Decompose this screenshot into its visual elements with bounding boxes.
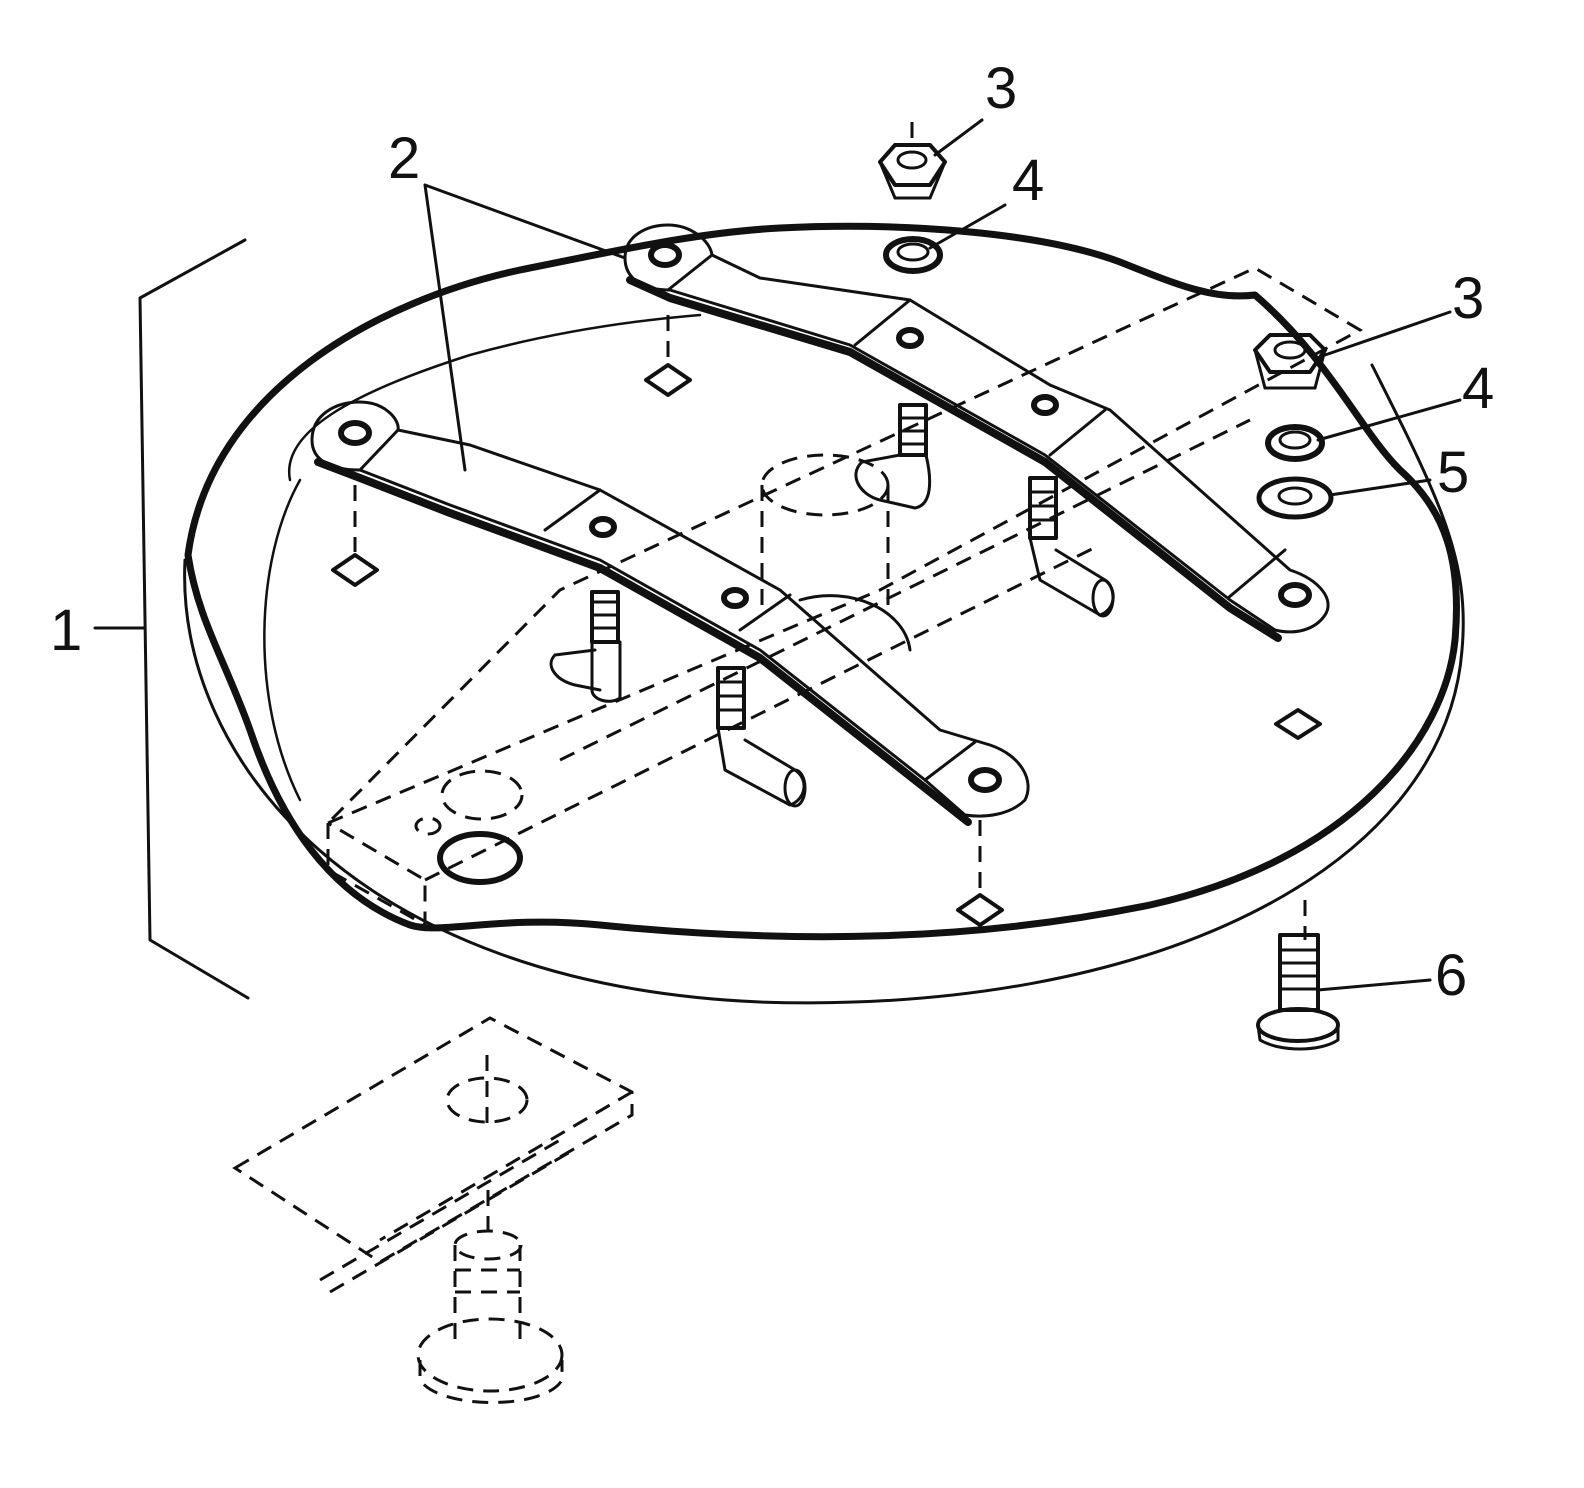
elbow-fitting-3	[854, 403, 932, 510]
hex-nut-right	[1253, 333, 1327, 390]
centre-hub-hidden	[760, 453, 912, 652]
callout-3-top: 3	[985, 56, 1017, 121]
lock-washer-right	[1265, 424, 1325, 462]
elbow-fitting-2	[716, 666, 807, 808]
right-strap	[623, 223, 1330, 642]
screw	[1256, 933, 1340, 1051]
callout-4-top: 4	[1012, 148, 1044, 213]
left-strap	[310, 400, 1030, 826]
lock-washer-top	[883, 236, 943, 274]
flat-washer-right	[1256, 476, 1334, 520]
callout-6: 6	[1435, 943, 1467, 1008]
elbow-fitting-4	[1028, 476, 1115, 618]
callout-leaders	[423, 118, 1462, 992]
hidden-mounting-bracket	[326, 266, 1364, 928]
callout-3-right: 3	[1452, 266, 1484, 331]
callout-4-right: 4	[1462, 356, 1494, 421]
callout-2: 2	[388, 126, 420, 191]
callout-5: 5	[1437, 440, 1469, 505]
plate-holes	[331, 315, 1322, 940]
callout-1: 1	[50, 598, 82, 663]
hex-nut-top	[878, 122, 947, 200]
elbow-fitting-1	[549, 590, 622, 703]
hidden-lower-stud	[416, 1190, 564, 1404]
assembly-bracket	[93, 238, 250, 1000]
base-plate	[183, 222, 1465, 1005]
hidden-lower-plate	[232, 1016, 634, 1294]
